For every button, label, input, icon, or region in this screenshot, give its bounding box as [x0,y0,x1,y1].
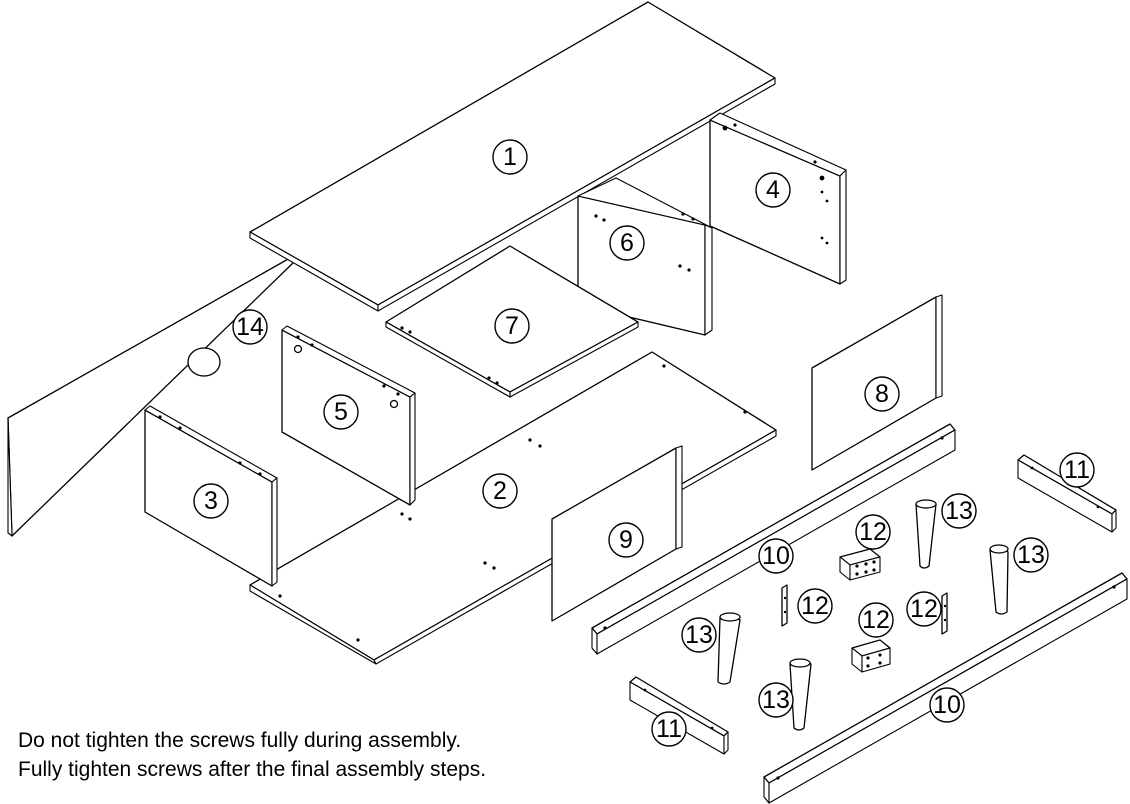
part-13-leg-a [915,499,937,569]
svg-text:12: 12 [910,595,938,623]
callout-11-left: 11 [651,711,687,747]
part-14-back-panel [7,257,295,537]
part-12-bracket-a [839,548,881,581]
svg-text:12: 12 [801,592,829,620]
callout-12-d: 12 [906,591,942,627]
part-13-leg-d [789,658,812,731]
callout-5: 5 [323,394,359,430]
svg-text:5: 5 [334,398,348,426]
svg-text:13: 13 [685,621,713,649]
svg-text:11: 11 [656,715,682,743]
callout-3: 3 [193,483,229,519]
callout-12-a: 12 [855,514,891,550]
svg-text:10: 10 [762,542,790,570]
svg-text:12: 12 [859,518,887,546]
note-line-2: Fully tighten screws after the final ass… [18,758,487,781]
callout-2: 2 [482,473,518,509]
assembly-notes: Do not tighten the screws fully during a… [18,726,486,784]
callout-4: 4 [755,172,791,208]
svg-text:1: 1 [503,143,517,171]
callout-12-c: 12 [858,602,894,638]
callout-10-lower: 10 [929,687,965,723]
svg-text:2: 2 [493,477,507,505]
callout-13-c: 13 [681,617,717,653]
svg-text:4: 4 [766,176,780,204]
part-6-divider-panel [577,177,713,336]
callout-1: 1 [492,139,528,175]
svg-text:9: 9 [619,526,633,554]
part-12-bracket-b [851,639,891,673]
svg-text:6: 6 [620,229,634,257]
callout-7: 7 [494,308,530,344]
svg-text:7: 7 [505,312,519,340]
svg-text:3: 3 [204,487,218,515]
part-13-leg-c [717,612,741,685]
note-line-1: Do not tighten the screws fully during a… [18,729,462,752]
svg-text:13: 13 [762,686,790,714]
callout-13-d: 13 [758,682,794,718]
svg-text:12: 12 [862,606,890,634]
callout-11-right: 11 [1059,452,1095,488]
svg-text:8: 8 [875,380,889,408]
svg-text:14: 14 [236,313,264,341]
svg-text:13: 13 [945,497,973,525]
callout-10-upper: 10 [758,538,794,574]
svg-text:13: 13 [1017,541,1045,569]
svg-text:10: 10 [933,691,961,719]
part-12-bracket-d [941,592,948,635]
part-13-leg-b [989,544,1009,615]
callout-13-a: 13 [941,493,977,529]
svg-text:11: 11 [1064,456,1090,484]
callout-14: 14 [232,309,268,345]
callout-12-b: 12 [797,588,833,624]
part-12-bracket-c [781,584,788,627]
callout-6: 6 [609,225,645,261]
callout-8: 8 [864,376,900,412]
callout-13-b: 13 [1013,537,1049,573]
callout-9: 9 [608,522,644,558]
